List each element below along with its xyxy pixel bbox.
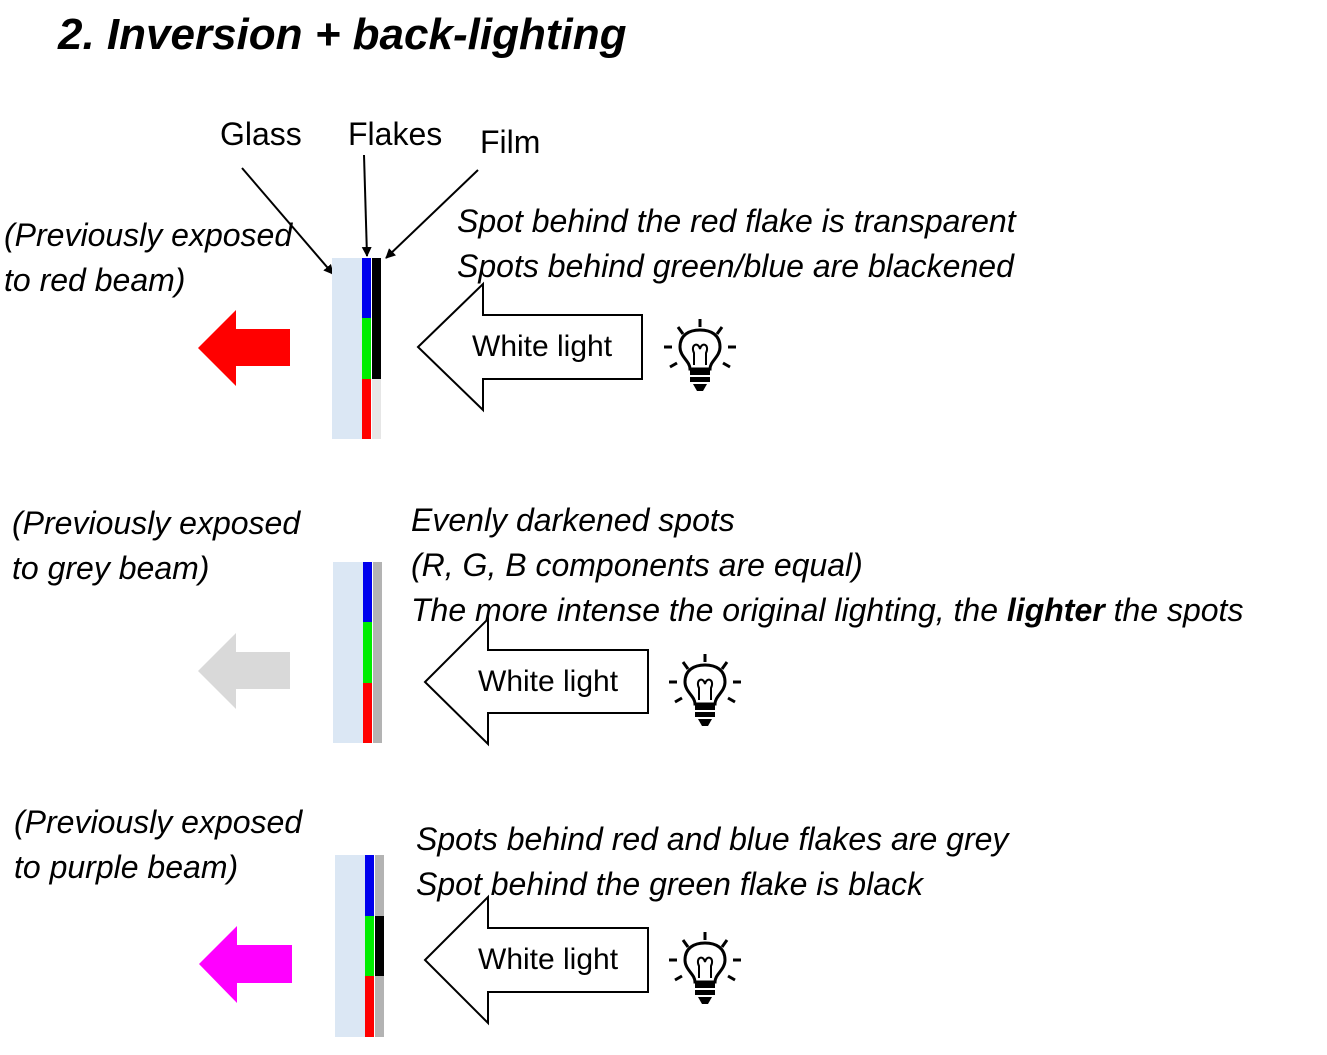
exposure-note-3: (Previously exposed to purple beam) bbox=[14, 804, 303, 885]
flake-red bbox=[362, 379, 371, 439]
film-top bbox=[375, 855, 384, 916]
glass-layer bbox=[333, 562, 363, 743]
flake-blue bbox=[365, 855, 374, 916]
glass-label: Glass bbox=[220, 116, 302, 152]
lightbulb-icon bbox=[667, 930, 743, 1006]
white-light-arrow-1 bbox=[416, 281, 643, 413]
output-arrow-magenta bbox=[199, 926, 292, 1003]
flake-green bbox=[363, 622, 372, 683]
flake-green bbox=[365, 916, 374, 976]
glass-layer bbox=[335, 855, 365, 1037]
white-light-arrow-3 bbox=[423, 894, 649, 1026]
lightbulb-icon bbox=[662, 317, 738, 393]
film-label: Film bbox=[480, 124, 541, 160]
glass-pointer bbox=[241, 167, 334, 275]
film-bottom bbox=[373, 683, 382, 743]
flakes-pointer bbox=[361, 154, 372, 257]
lightbulb-icon bbox=[667, 652, 743, 728]
description-3: Spots behind red and blue flakes are gre… bbox=[416, 821, 1009, 902]
film-bottom bbox=[372, 379, 381, 439]
description-1: Spot behind the red flake is transparent… bbox=[457, 203, 1016, 284]
output-arrow-grey bbox=[198, 633, 290, 709]
flake-green bbox=[362, 318, 371, 379]
exposure-note-2: (Previously exposed to grey beam) bbox=[12, 505, 301, 586]
glass-layer bbox=[332, 258, 362, 439]
film-pointer bbox=[385, 169, 479, 259]
film-middle bbox=[375, 916, 384, 976]
flake-red bbox=[363, 683, 372, 743]
exposure-note-1: (Previously exposed to red beam) bbox=[4, 217, 293, 298]
white-light-arrow-2 bbox=[423, 616, 649, 747]
film-middle bbox=[372, 318, 381, 379]
film-bottom bbox=[375, 976, 384, 1037]
flake-blue bbox=[362, 258, 371, 318]
white-light-label-2: White light bbox=[478, 665, 619, 698]
flakes-label: Flakes bbox=[348, 116, 443, 152]
output-arrow-red bbox=[198, 310, 290, 386]
flake-blue bbox=[363, 562, 372, 622]
description-2: Evenly darkened spots (R, G, B component… bbox=[411, 502, 1244, 628]
page-title: 2. Inversion + back-lighting bbox=[58, 10, 627, 59]
white-light-label-3: White light bbox=[478, 943, 619, 976]
flake-red bbox=[365, 976, 374, 1037]
white-light-label-1: White light bbox=[472, 330, 613, 363]
stack-2 bbox=[333, 562, 382, 743]
stack-1 bbox=[332, 258, 381, 439]
stack-3 bbox=[335, 855, 384, 1037]
film-top bbox=[372, 258, 381, 318]
film-top bbox=[373, 562, 382, 622]
film-middle bbox=[373, 622, 382, 683]
